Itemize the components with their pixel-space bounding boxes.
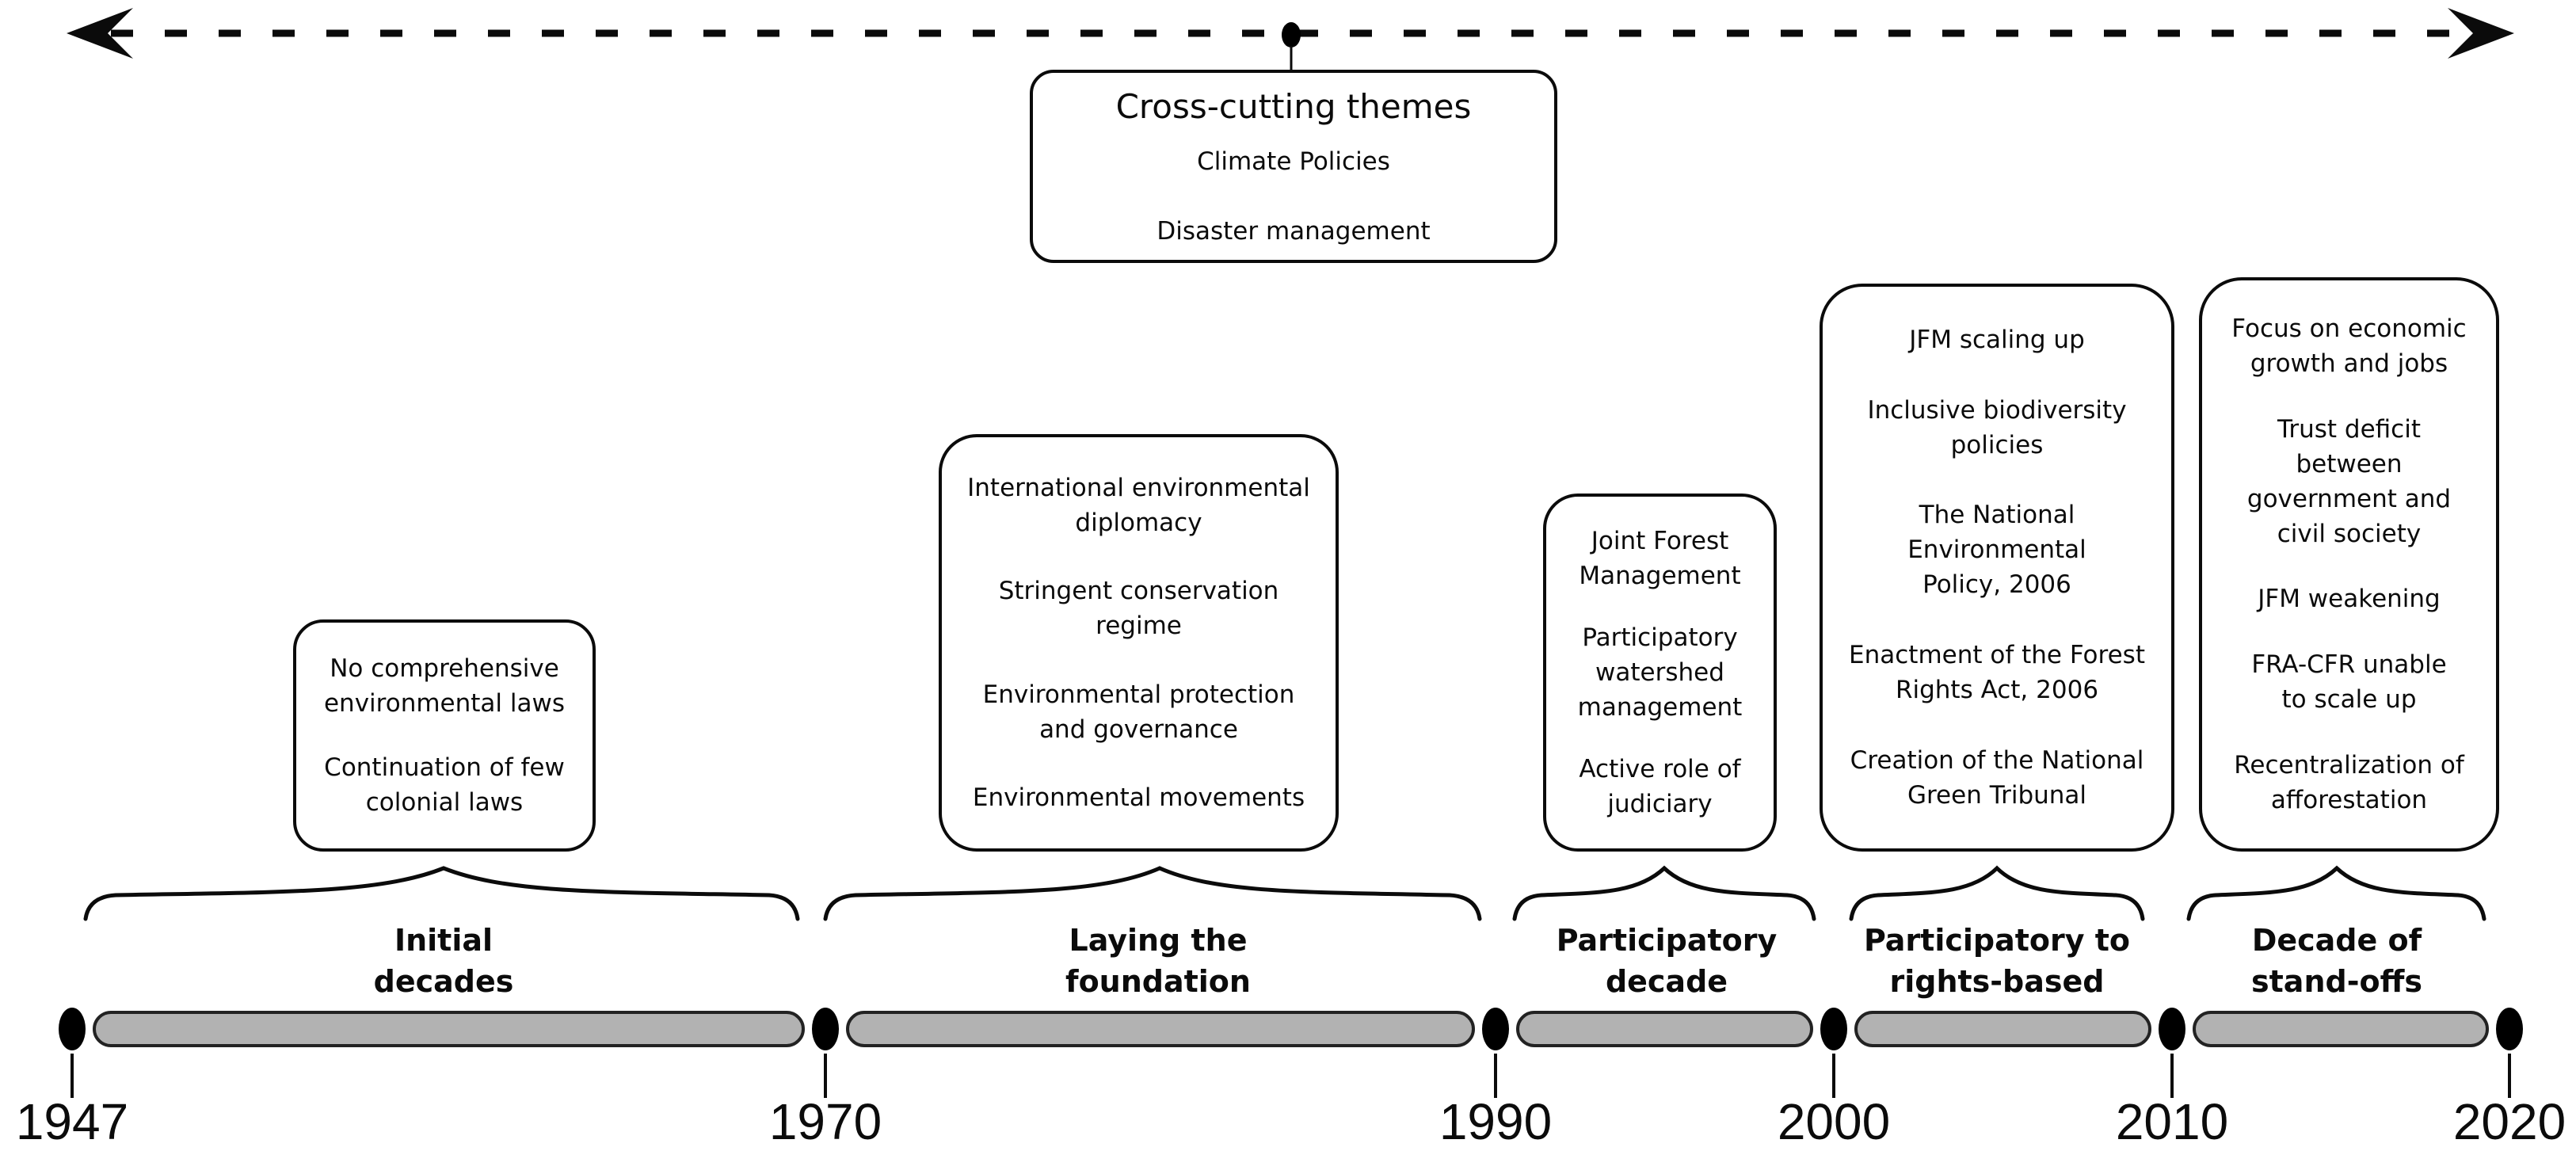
era-braces (83, 865, 2486, 921)
era-box-item: Focus on economic growth and jobs (2231, 314, 2467, 378)
era-label-participatory-rights-based: Participatory to rights-based (1863, 923, 2131, 999)
era-box-item: Participatory watershed management (1577, 623, 1743, 722)
brace-participatory-to-rights-based (1849, 865, 2145, 921)
cross-cutting-item: Disaster management (1157, 217, 1431, 246)
cross-cutting-title: Cross-cutting themes (1115, 87, 1472, 126)
cross-cutting-item: Climate Policies (1197, 147, 1390, 177)
year-dot-1947 (59, 1008, 86, 1050)
year-dot-1970 (812, 1008, 839, 1050)
brace-participatory-decade (1512, 865, 1816, 921)
year-dot-2000 (1820, 1008, 1847, 1050)
era-box-item: Active role of judiciary (1579, 754, 1741, 818)
era-box-laying-the-foundation: International environmental diplomacy St… (939, 434, 1339, 852)
timeline-segment-1947-1970 (93, 1011, 805, 1047)
era-box-item: Continuation of few colonial laws (324, 753, 565, 817)
era-box-item: JFM scaling up (1909, 325, 2085, 354)
year-label-1947: 1947 (16, 1093, 128, 1150)
era-label-participatory-decade: Participatory decade (1556, 923, 1778, 999)
year-label-1970: 1970 (769, 1093, 882, 1150)
axis-marker-dot (1282, 22, 1301, 48)
year-label-2020: 2020 (2453, 1093, 2566, 1150)
era-box-item: No comprehensive environmental laws (323, 654, 565, 718)
timeline-segment-1990-2000 (1516, 1011, 1813, 1047)
brace-laying-the-foundation (823, 866, 1482, 921)
era-box-item: The National Environmental Policy, 2006 (1907, 501, 2086, 600)
era-box-item: Environmental protection and governance (982, 680, 1295, 744)
era-box-item: Trust deficit between government and civ… (2246, 414, 2452, 548)
year-dot-2020 (2496, 1008, 2523, 1050)
era-box-participatory-decade: Joint Forest Management Participatory wa… (1543, 494, 1777, 852)
era-box-item: Environmental movements (972, 783, 1305, 812)
timeline-year-dots (59, 1008, 2523, 1050)
era-box-item: Enactment of the Forest Rights Act, 2006 (1849, 641, 2145, 705)
year-dot-2010 (2159, 1008, 2185, 1050)
cross-cutting-axis (67, 8, 2514, 71)
brace-decade-of-stand-offs (2186, 865, 2486, 921)
brace-initial-decades (83, 866, 800, 921)
year-label-1990: 1990 (1439, 1093, 1552, 1150)
era-box-decade-of-stand-offs: Focus on economic growth and jobs Trust … (2199, 277, 2499, 852)
timeline-segment-2000-2010 (1854, 1011, 2151, 1047)
timeline-segment-1970-1990 (846, 1011, 1475, 1047)
right-arrowhead-icon (2448, 8, 2514, 59)
era-box-item: Creation of the National Green Tribunal (1850, 746, 2144, 810)
era-box-item: FRA-CFR unable to scale up (2251, 650, 2447, 715)
era-box-item: International environmental diplomacy (967, 474, 1310, 538)
era-label-initial-decades: Initial decades (373, 923, 514, 999)
era-label-decade-of-stand-offs: Decade of stand-offs (2251, 923, 2422, 999)
era-box-item: Joint Forest Management (1579, 526, 1741, 590)
year-dot-1990 (1482, 1008, 1509, 1050)
timeline-bars (93, 1011, 2489, 1047)
era-box-participatory-to-rights-based: JFM scaling up Inclusive biodiversity po… (1820, 284, 2174, 852)
year-label-2010: 2010 (2116, 1093, 2228, 1150)
year-label-2000: 2000 (1778, 1093, 1890, 1150)
era-box-item: JFM weakening (2258, 585, 2441, 614)
timeline-segment-2010-2020 (2193, 1011, 2489, 1047)
era-label-laying-the-foundation: Laying the foundation (1065, 923, 1251, 999)
cross-cutting-themes-box: Cross-cutting themes Climate Policies Di… (1030, 70, 1557, 263)
timeline-ticks (70, 1054, 2511, 1098)
era-box-item: Recentralization of afforestation (2234, 751, 2464, 815)
era-box-item: Inclusive biodiversity policies (1867, 395, 2127, 459)
era-box-item: Stringent conservation regime (998, 577, 1279, 641)
left-arrowhead-icon (67, 8, 133, 59)
era-box-initial-decades: No comprehensive environmental laws Cont… (293, 619, 596, 852)
timeline-year-labels: 1947 1970 1990 2000 2010 2020 (16, 1093, 2566, 1150)
